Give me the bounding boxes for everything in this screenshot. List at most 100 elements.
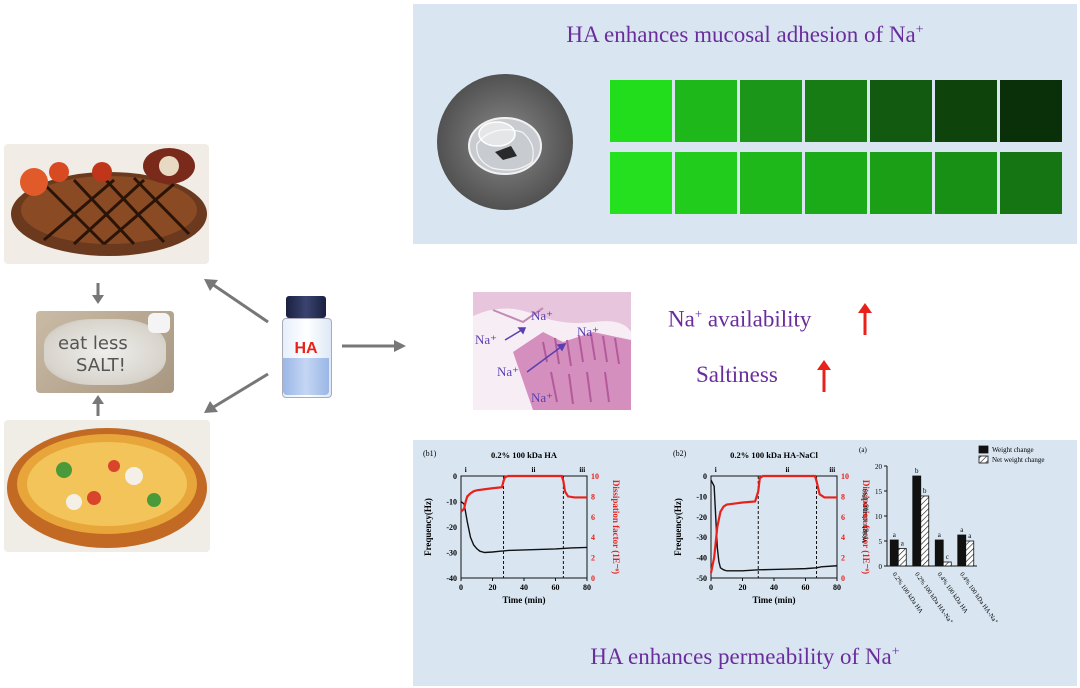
arrow-to-histology — [342, 338, 408, 359]
plot-frame — [460, 475, 588, 579]
y-right-tick-label: 6 — [841, 513, 845, 522]
y-left-tick-label: -20 — [696, 513, 707, 522]
ha-label: HA — [294, 340, 318, 357]
legend-swatch — [978, 455, 989, 464]
y-left-tick-label: -40 — [446, 574, 457, 583]
y-right-tick-label: 0 — [841, 574, 845, 583]
significance-letter: b — [923, 487, 927, 495]
x-axis-label: Time (min) — [752, 595, 795, 605]
net-weight-change-bar — [965, 540, 975, 567]
significance-letter: c — [946, 553, 949, 561]
x-tick-label: 40 — [520, 583, 528, 592]
net-weight-change-bar — [897, 548, 907, 567]
y-right-tick-label: 10 — [841, 472, 849, 481]
fluorescence-square — [935, 80, 997, 142]
permeability-title: HA enhances permeability of Na+ — [590, 644, 900, 669]
y-right-tick-label: 8 — [591, 492, 595, 501]
phase-label: iii — [829, 466, 835, 474]
x-tick-label: 80 — [583, 583, 591, 592]
x-tick-label: 0 — [709, 583, 713, 592]
hydrogel-photo — [437, 74, 573, 210]
saltiness-up-arrow — [815, 360, 833, 399]
weight-change-bar — [934, 539, 944, 567]
y-right-tick-label: 2 — [841, 554, 845, 563]
significance-letter: a — [893, 531, 897, 539]
saltiness-label: Saltiness — [696, 362, 778, 387]
fluorescence-square — [1000, 80, 1062, 142]
weight-change-bar — [912, 475, 922, 567]
fluorescence-grid — [610, 80, 1062, 220]
up-arrow-1 — [90, 395, 106, 422]
phase-label: ii — [532, 466, 536, 474]
fluorescence-square — [675, 152, 737, 214]
fluorescence-square — [610, 152, 672, 214]
arrow-to-soup — [200, 370, 272, 421]
frequency-series — [710, 479, 838, 572]
y-left-tick-label: -20 — [446, 523, 457, 532]
fluorescence-square — [1000, 152, 1062, 214]
y-tick-label: 0 — [879, 563, 883, 571]
significance-letter: a — [901, 540, 905, 548]
phase-label: i — [715, 466, 717, 474]
na-label-1: Na⁺ — [475, 332, 498, 347]
category-label: 0.4% 100 kDa HA-Na⁺ — [958, 571, 999, 626]
steak-image — [4, 144, 209, 264]
x-tick-label: 40 — [770, 583, 778, 592]
weight-change-bar — [957, 534, 967, 567]
fluorescence-square — [870, 152, 932, 214]
y-axis-label: Weight change (%) — [861, 488, 869, 543]
availability-up-arrow — [856, 303, 874, 342]
fluorescence-square — [675, 80, 737, 142]
y-right-axis-label: Dissipation factor (1E⁻⁶) — [611, 480, 621, 574]
weight-change-bar — [889, 539, 899, 567]
legend-label: Weight change — [992, 446, 1034, 454]
dissipation-series — [460, 474, 587, 513]
y-right-axis-label: Dissipation factor (1E⁻⁶) — [861, 480, 871, 574]
y-left-tick-label: -50 — [696, 574, 707, 583]
panel-label: (b1) — [423, 449, 437, 458]
y-left-tick-label: -30 — [696, 533, 707, 542]
y-right-tick-label: 2 — [591, 554, 595, 563]
x-tick-label: 20 — [489, 583, 497, 592]
na-availability-label: Na+ availability — [668, 306, 812, 332]
y-right-tick-label: 6 — [591, 513, 595, 522]
net-weight-change-bar — [942, 561, 952, 567]
x-tick-label: 20 — [739, 583, 747, 592]
salt-text-line1: eat less — [58, 333, 128, 354]
y-left-tick-label: 0 — [703, 472, 707, 481]
soup-image — [4, 420, 210, 552]
legend-swatch — [978, 445, 989, 454]
chart-title: 0.2% 100 kDa HA-NaCl — [730, 450, 818, 460]
dissipation-series — [709, 474, 837, 574]
ha-bottle: HA — [276, 296, 336, 398]
na-label-2: Na⁺ — [531, 308, 554, 323]
salt-text-line2: SALT! — [76, 355, 126, 376]
y-right-tick-label: 4 — [841, 533, 845, 542]
x-tick-label: 60 — [552, 583, 560, 592]
x-tick-label: 60 — [802, 583, 810, 592]
phase-label: ii — [785, 466, 789, 474]
mucosal-adhesion-panel: HA enhances mucosal adhesion of Na+ — [413, 4, 1077, 244]
legend-label: Net weight change — [992, 456, 1044, 464]
net-weight-change-bar — [920, 495, 930, 567]
fluorescence-square — [805, 80, 867, 142]
panel-label: (a) — [859, 446, 867, 454]
y-tick-label: 20 — [875, 463, 883, 471]
na-label-5: Na⁺ — [531, 390, 554, 405]
x-tick-label: 0 — [459, 583, 463, 592]
y-left-tick-label: -10 — [446, 498, 457, 507]
significance-letter: a — [960, 526, 964, 534]
y-right-tick-label: 4 — [591, 533, 595, 542]
x-tick-label: 80 — [833, 583, 841, 592]
chart-title: 0.2% 100 kDa HA — [491, 450, 558, 460]
fluorescence-square — [740, 152, 802, 214]
histology-image: Na⁺ Na⁺ Na⁺ Na⁺ Na⁺ — [473, 292, 631, 410]
fluorescence-square — [870, 80, 932, 142]
na-label-4: Na⁺ — [497, 364, 520, 379]
panel-label: (b2) — [673, 449, 687, 458]
y-tick-label: 5 — [879, 538, 883, 546]
